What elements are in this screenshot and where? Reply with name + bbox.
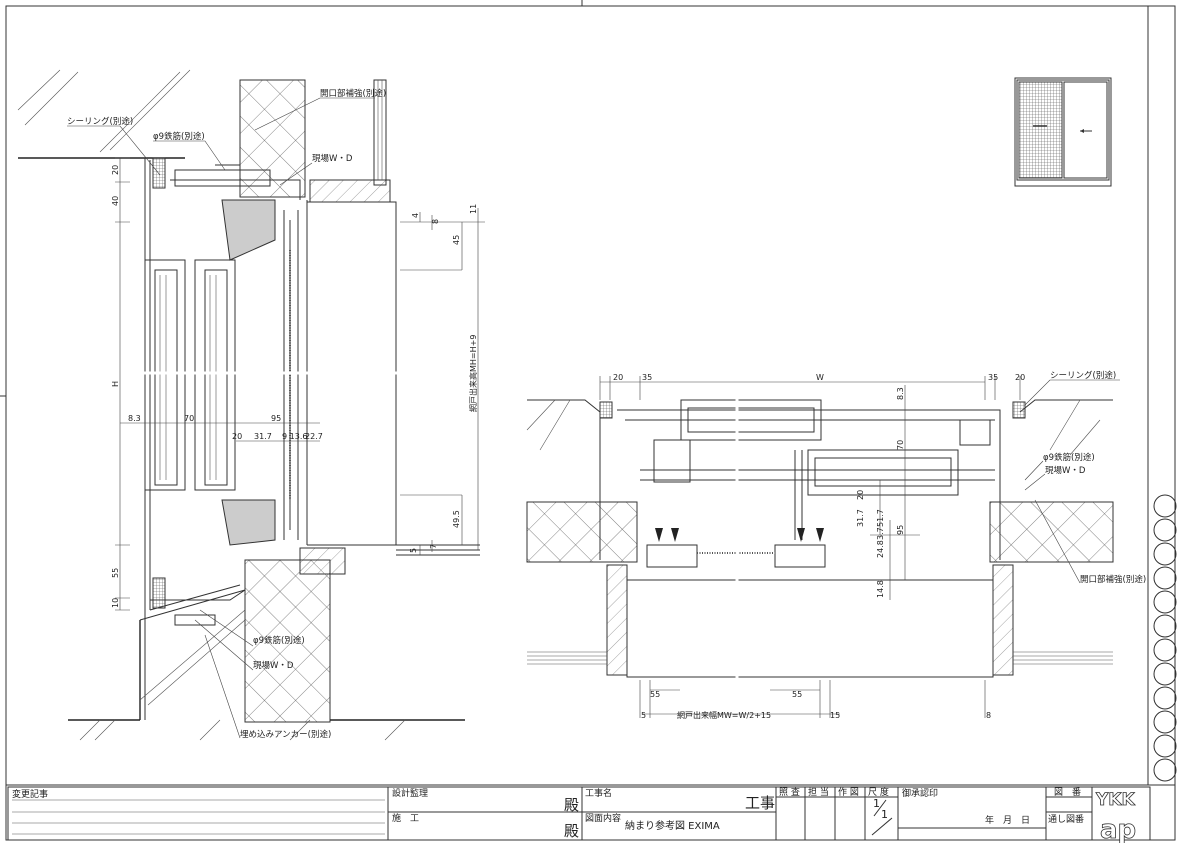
dim: 5 bbox=[409, 548, 418, 553]
dim: 51.7 bbox=[876, 509, 885, 527]
dim: 8 bbox=[986, 711, 991, 720]
dim: 95 bbox=[896, 525, 905, 535]
change-notes-label: 変更記事 bbox=[12, 788, 48, 800]
window-elevation-key bbox=[1014, 77, 1112, 187]
label-sealing: シーリング(別途) bbox=[1050, 370, 1116, 381]
construction-label: 施 工 bbox=[392, 812, 419, 824]
scale-label: 尺 度 bbox=[868, 786, 889, 798]
dim: 5 bbox=[641, 711, 646, 720]
dim: 40 bbox=[111, 196, 120, 206]
scale-denominator: 1 bbox=[881, 808, 888, 821]
svg-text:YKK: YKK bbox=[1095, 790, 1135, 810]
dim: 3.7 bbox=[876, 527, 885, 540]
dim-w: W bbox=[816, 373, 824, 382]
dim: 45 bbox=[452, 235, 461, 245]
dim-h: H bbox=[111, 381, 120, 387]
honorific: 殿 bbox=[564, 822, 579, 840]
dim: 7 bbox=[429, 544, 438, 549]
honorific: 殿 bbox=[564, 796, 579, 814]
dim: 20 bbox=[856, 490, 865, 500]
dim-screen-height: 網戸出来高MH=H+9 bbox=[468, 335, 478, 412]
dim: 35 bbox=[988, 373, 998, 382]
dim: 55 bbox=[111, 568, 120, 578]
dim: 8.3 bbox=[896, 387, 905, 400]
dim: 8 bbox=[431, 219, 440, 224]
dim: 70 bbox=[896, 440, 905, 450]
dim: 8.3 bbox=[128, 414, 141, 423]
vertical-section-drawing bbox=[17, 69, 485, 741]
dim: 11 bbox=[469, 204, 478, 214]
dim: 55 bbox=[650, 690, 660, 699]
label-embedded-anchor: 埋め込みアンカー(別途) bbox=[240, 729, 331, 740]
dim: 20 bbox=[111, 165, 120, 175]
drafting-label: 作 図 bbox=[838, 786, 859, 798]
label-rebar-bottom: φ9鉄筋(別途) bbox=[253, 635, 305, 646]
dim: 49.5 bbox=[452, 510, 461, 528]
label-site-wd-bottom: 現場W・D bbox=[253, 660, 294, 671]
dim: 14.8 bbox=[876, 580, 885, 598]
label-opening-reinforcement: 開口部補強(別途) bbox=[320, 88, 386, 99]
project-name-label: 工事名 bbox=[585, 787, 612, 799]
title-block: 変更記事 設計監理 施 工 殿 殿 工事名 工事 図面内容 納まり参考図 EXI… bbox=[6, 784, 1175, 843]
label-sealing: シーリング(別途) bbox=[67, 116, 133, 127]
check-label: 照 査 bbox=[779, 786, 800, 798]
dim: 4 bbox=[411, 213, 420, 218]
dim: 95 bbox=[271, 414, 281, 423]
vertical-section-annotations: シーリング(別途) φ9鉄筋(別途) 開口部補強(別途) 現場W・D φ9鉄筋(… bbox=[67, 88, 478, 740]
dim-screen-width: 網戸出来幅MW=W/2+15 bbox=[677, 710, 771, 720]
label-rebar-top: φ9鉄筋(別途) bbox=[153, 131, 205, 142]
dim: 55 bbox=[792, 690, 802, 699]
dim: 35 bbox=[642, 373, 652, 382]
label-opening-reinforcement: 開口部補強(別途) bbox=[1080, 574, 1146, 585]
dim: 31.7 bbox=[254, 432, 272, 441]
svg-text:ap: ap bbox=[1100, 815, 1136, 843]
dim: 70 bbox=[184, 414, 194, 423]
charge-label: 担 当 bbox=[808, 786, 829, 798]
label-rebar: φ9鉄筋(別途) bbox=[1043, 452, 1095, 463]
label-site-wd: 現場W・D bbox=[1045, 465, 1086, 476]
horizontal-section-annotations: 20 35 W 35 20 シーリング(別途) φ9鉄筋(別途) 現場W・D 開… bbox=[613, 370, 1146, 720]
dim: 20 bbox=[1015, 373, 1025, 382]
dim: 9 13.6 bbox=[282, 432, 307, 441]
dim: 24.8 bbox=[876, 540, 885, 558]
design-supervision-label: 設計監理 bbox=[392, 787, 428, 799]
project-suffix: 工事 bbox=[745, 794, 775, 812]
revision-circles bbox=[1153, 494, 1177, 782]
serial-number-label: 通し図番 bbox=[1048, 813, 1084, 825]
drawing-content-label: 図面内容 bbox=[585, 812, 621, 824]
dim: 15 bbox=[830, 711, 840, 720]
dim: 20 bbox=[613, 373, 623, 382]
scale-numerator: 1 bbox=[873, 797, 880, 810]
dim: 22.7 bbox=[305, 432, 323, 441]
ykk-ap-logo: YKK ap bbox=[1095, 790, 1137, 843]
date-label: 年 月 日 bbox=[985, 814, 1030, 826]
dim: 10 bbox=[111, 598, 120, 608]
approval-label: 御承認印 bbox=[902, 787, 938, 799]
label-site-wd-top: 現場W・D bbox=[312, 153, 353, 164]
drawing-number-label: 図 番 bbox=[1054, 786, 1081, 798]
horizontal-section-drawing bbox=[526, 376, 1120, 718]
dim: 31.7 bbox=[856, 509, 865, 527]
dim: 20 bbox=[232, 432, 242, 441]
drawing-title: 納まり参考図 EXIMA bbox=[625, 819, 720, 832]
